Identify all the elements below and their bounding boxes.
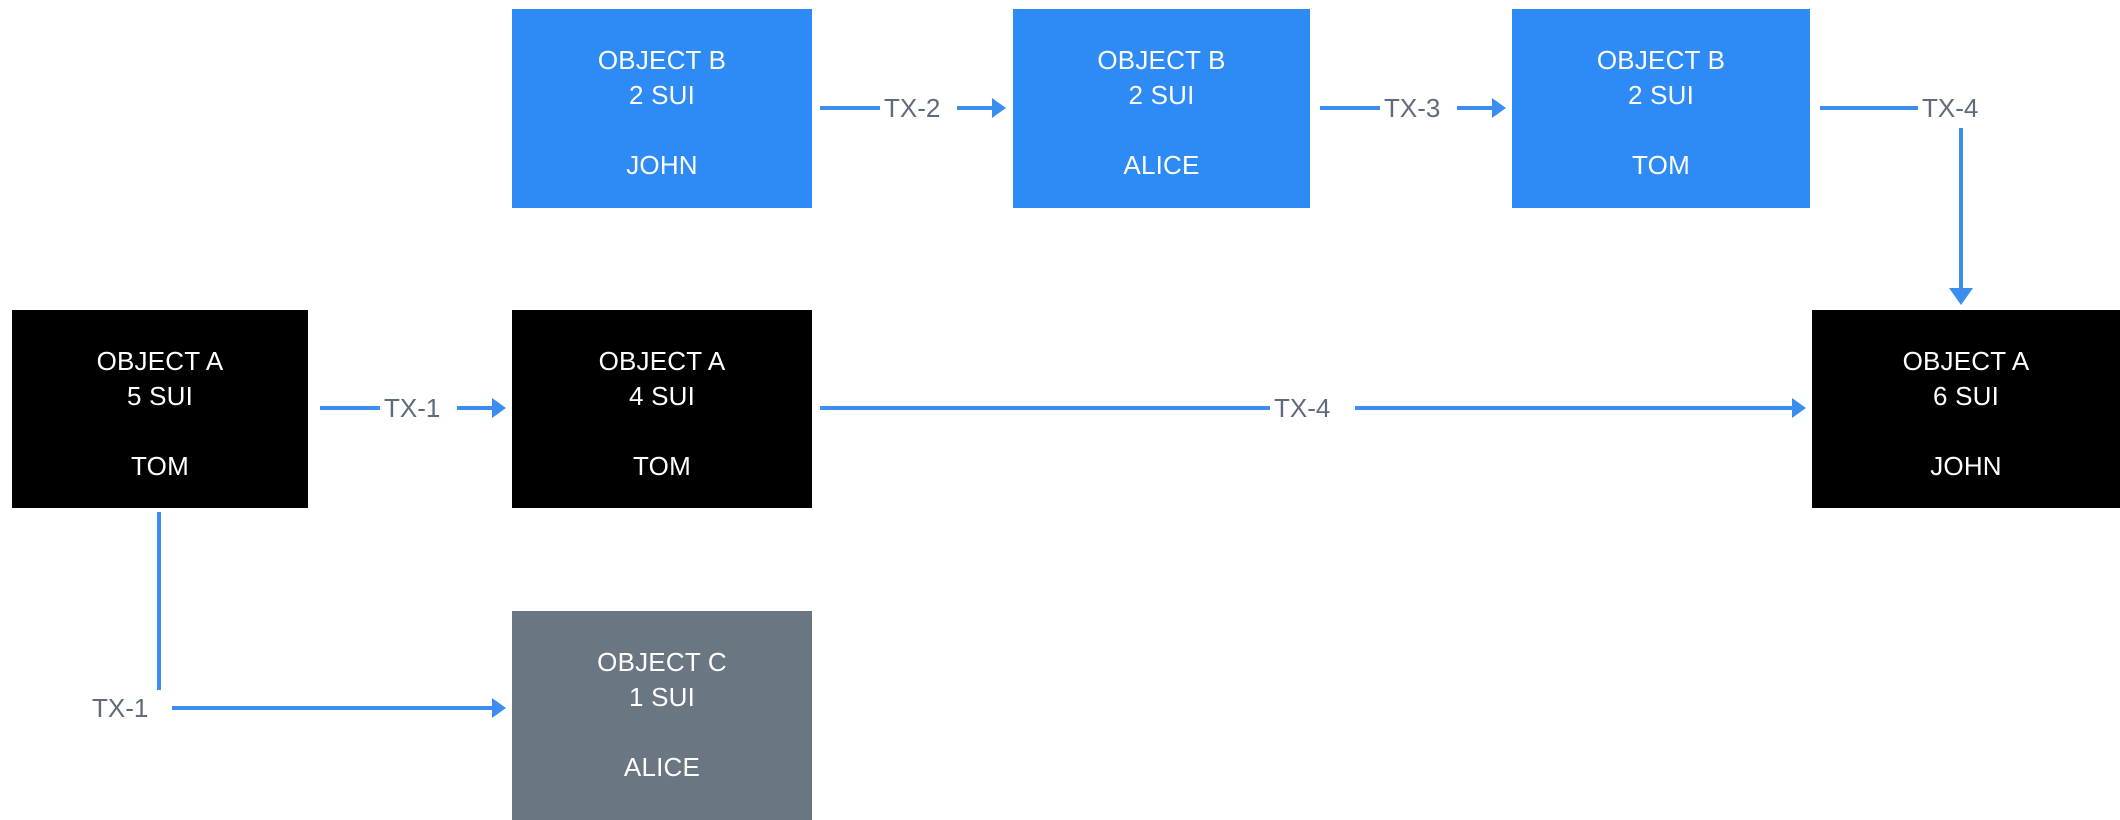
node-object-b-alice-amount: 2 SUI xyxy=(1128,80,1195,110)
edge-tx2-arrowhead xyxy=(992,98,1006,118)
node-object-a-5sui-tom[interactable]: OBJECT A 5 SUI TOM xyxy=(12,310,308,508)
node-object-a-6sui-john[interactable]: OBJECT A 6 SUI JOHN xyxy=(1812,310,2120,508)
node-object-a-4sui-object: OBJECT A xyxy=(598,346,726,376)
edge-tx1-c xyxy=(157,512,506,718)
node-object-a-4sui-owner: TOM xyxy=(633,451,691,481)
edge-label-tx3: TX-3 xyxy=(1382,93,1443,123)
node-object-b-tom-amount: 2 SUI xyxy=(1627,80,1695,110)
node-object-b-tom-object: OBJECT B xyxy=(1596,45,1726,75)
node-object-a-6sui-owner: JOHN xyxy=(1930,451,2002,481)
edge-tx1-a-arrowhead xyxy=(492,398,506,418)
edge-tx3-arrowhead xyxy=(1492,98,1506,118)
node-object-c-alice[interactable]: OBJECT C 1 SUI ALICE xyxy=(512,611,812,820)
node-object-b-john-object: OBJECT B xyxy=(597,45,727,75)
edge-label-tx1-c: TX-1 xyxy=(90,693,151,723)
node-object-c-alice-object: OBJECT C xyxy=(597,647,727,677)
node-object-c-alice-amount: 1 SUI xyxy=(628,682,696,712)
edge-tx4-b xyxy=(1820,106,1973,305)
node-object-a-6sui-object: OBJECT A xyxy=(1902,346,2030,376)
node-object-a-5sui-amount: 5 SUI xyxy=(126,381,194,411)
node-object-a-5sui-object: OBJECT A xyxy=(96,346,224,376)
node-object-b-john[interactable]: OBJECT B 2 SUI JOHN xyxy=(512,9,812,208)
node-object-a-5sui-owner: TOM xyxy=(131,451,189,481)
node-object-a-4sui-amount: 4 SUI xyxy=(628,381,696,411)
node-object-b-tom[interactable]: OBJECT B 2 SUI TOM xyxy=(1512,9,1810,208)
node-object-c-alice-owner: ALICE xyxy=(623,752,701,782)
node-object-b-john-amount: 2 SUI xyxy=(628,80,696,110)
node-object-b-tom-owner: TOM xyxy=(1632,150,1690,180)
edge-tx4-b-arrowhead xyxy=(1949,288,1973,305)
edge-label-tx4-a: TX-4 xyxy=(1272,393,1333,423)
edge-tx1-c-arrowhead xyxy=(492,698,506,718)
edge-tx4-a-arrowhead xyxy=(1792,398,1806,418)
node-object-a-6sui-amount: 6 SUI xyxy=(1932,381,2000,411)
node-object-b-alice-object: OBJECT B xyxy=(1097,45,1226,75)
node-object-b-alice[interactable]: OBJECT B 2 SUI ALICE xyxy=(1013,9,1310,208)
edge-label-tx2: TX-2 xyxy=(882,93,943,123)
edge-label-tx1-a: TX-1 xyxy=(382,393,443,423)
node-object-b-alice-owner: ALICE xyxy=(1123,150,1200,180)
edge-label-tx4-b: TX-4 xyxy=(1920,93,1981,123)
node-object-b-john-owner: JOHN xyxy=(626,150,698,180)
node-object-a-4sui-tom[interactable]: OBJECT A 4 SUI TOM xyxy=(512,310,812,508)
